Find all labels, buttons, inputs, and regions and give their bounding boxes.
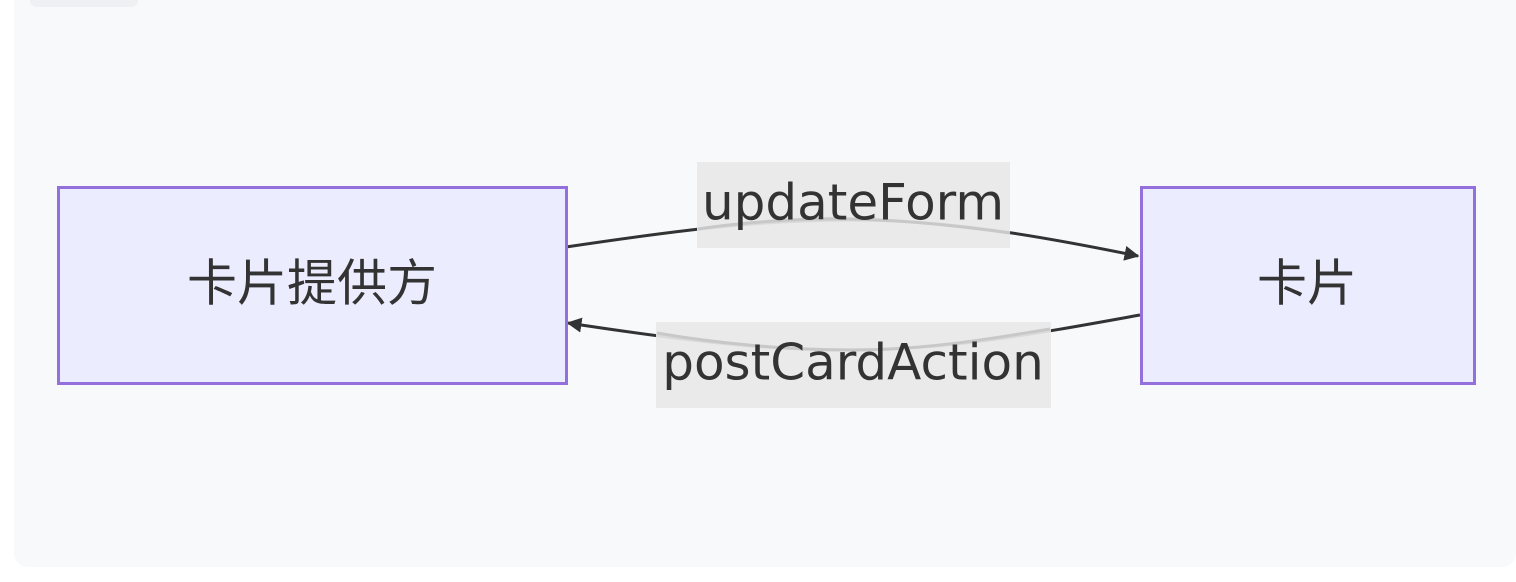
edge-update-form: updateForm <box>565 162 1140 261</box>
edge-update-form-shadow <box>697 217 1011 235</box>
node-card: 卡片 <box>1140 186 1476 385</box>
edge-post-card-action: postCardAction <box>566 313 1141 408</box>
edge-update-form-label: updateForm <box>702 174 1004 232</box>
node-card-provider: 卡片提供方 <box>57 186 568 385</box>
node-card-provider-label: 卡片提供方 <box>187 255 437 313</box>
node-card-provider-box <box>57 186 568 385</box>
edge-post-card-action-shadow <box>656 327 1051 352</box>
edge-update-form-label-bg <box>697 162 1010 248</box>
node-card-label: 卡片 <box>1257 255 1357 313</box>
node-card-box <box>1140 186 1476 385</box>
top-corner-tab <box>30 0 138 7</box>
edge-post-card-action-label: postCardAction <box>662 334 1044 392</box>
edge-post-card-action-label-bg <box>656 322 1051 408</box>
